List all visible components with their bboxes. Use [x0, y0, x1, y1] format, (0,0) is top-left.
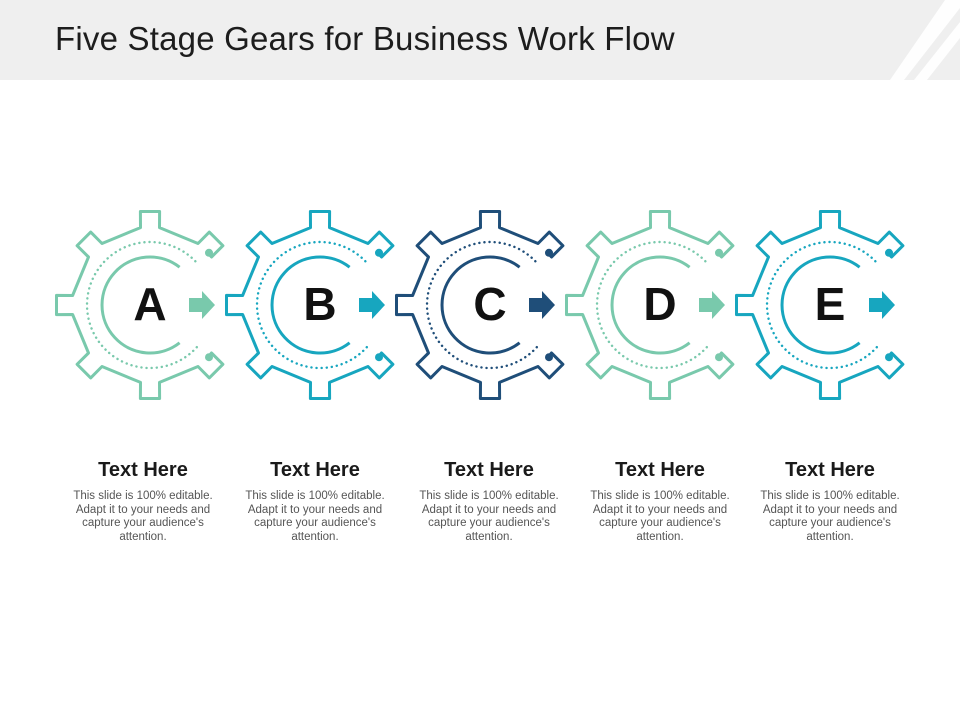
dotted-ring: [595, 240, 708, 370]
arrow-right-icon: [529, 291, 555, 319]
arrow-right-icon: [699, 291, 725, 319]
arrow-right-icon: [189, 291, 215, 319]
stage-caption: Text Here This slide is 100% editable. A…: [404, 458, 574, 544]
stage-heading: Text Here: [785, 459, 875, 481]
stage-letter: B: [303, 278, 337, 330]
title-bar: Five Stage Gears for Business Work Flow: [0, 0, 960, 80]
end-dot: [545, 353, 553, 362]
inner-arc: [440, 255, 521, 355]
dotted-ring: [425, 240, 538, 370]
dotted-ring: [255, 240, 368, 370]
gear-flow: [0, 200, 960, 410]
gear-icon: [395, 210, 565, 400]
gear-icon: [735, 210, 905, 400]
end-dot: [715, 248, 723, 257]
gear-icon: [225, 210, 395, 400]
stage-heading: Text Here: [98, 459, 188, 481]
inner-arc: [100, 255, 181, 355]
dotted-ring: [765, 240, 878, 370]
inner-arc: [780, 255, 861, 355]
inner-arc: [270, 255, 351, 355]
arrow-right-icon: [869, 291, 895, 319]
gear-outline: [395, 210, 565, 400]
end-dot: [375, 353, 383, 362]
stage-letter: C: [473, 278, 507, 330]
end-dot: [545, 248, 553, 257]
stage-heading: Text Here: [615, 459, 705, 481]
gear-outline: [225, 210, 395, 400]
stage-caption: Text Here This slide is 100% editable. A…: [230, 458, 400, 544]
inner-arc: [610, 255, 691, 355]
stage-description: This slide is 100% editable. Adapt it to…: [419, 490, 559, 543]
corner-stripes-decoration: [890, 0, 960, 80]
end-dot: [885, 353, 893, 362]
end-dot: [885, 248, 893, 257]
end-dot: [205, 353, 213, 362]
stage-caption: Text Here This slide is 100% editable. A…: [575, 458, 745, 544]
stage-description: This slide is 100% editable. Adapt it to…: [245, 490, 385, 543]
stage-caption: Text Here This slide is 100% editable. A…: [745, 458, 915, 544]
stage-heading: Text Here: [444, 459, 534, 481]
stage-description: This slide is 100% editable. Adapt it to…: [590, 490, 730, 543]
gear-outline: [565, 210, 735, 400]
arrow-right-icon: [359, 291, 385, 319]
gear-icon: [565, 210, 735, 400]
end-dot: [375, 248, 383, 257]
gear-outline: [55, 210, 225, 400]
stage-heading: Text Here: [270, 459, 360, 481]
stage-letter: D: [643, 278, 677, 330]
slide-title: Five Stage Gears for Business Work Flow: [55, 20, 675, 57]
stage-letter: E: [814, 278, 846, 330]
end-dot: [715, 353, 723, 362]
end-dot: [205, 248, 213, 257]
stage-caption: Text Here This slide is 100% editable. A…: [58, 458, 228, 544]
stage-letter: A: [133, 278, 167, 330]
gear-outline: [735, 210, 905, 400]
stage-description: This slide is 100% editable. Adapt it to…: [73, 490, 213, 543]
stage-description: This slide is 100% editable. Adapt it to…: [760, 490, 900, 543]
dotted-ring: [85, 240, 198, 370]
gear-icon: [55, 210, 225, 400]
